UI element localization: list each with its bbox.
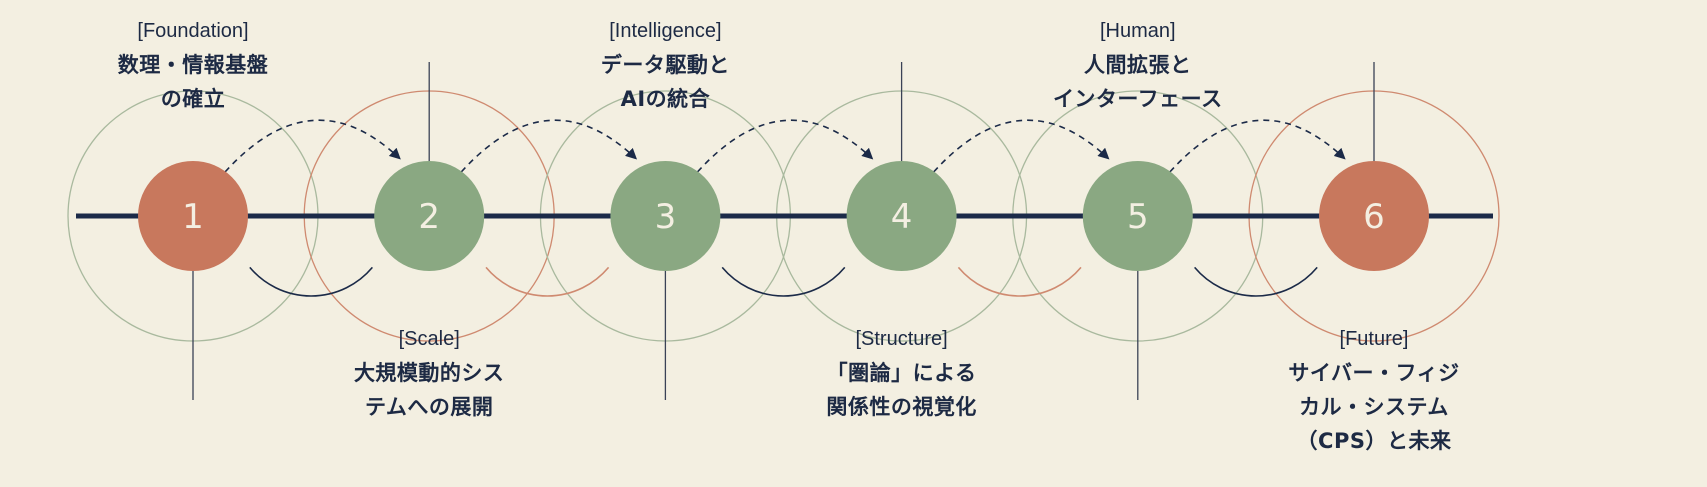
connector-arc <box>721 266 846 297</box>
stage-title-line: テムへの展開 <box>365 395 494 419</box>
stage-6-label: [Future] サイバー・フィジ カル・システム （CPS）と未来 <box>1254 322 1494 458</box>
stage-2-number: 2 <box>418 197 440 237</box>
stage-tag: [Intelligence] <box>609 20 722 42</box>
stage-title-line: サイバー・フィジ <box>1288 361 1460 385</box>
stage-title-line: 大規模動的シス <box>353 361 505 385</box>
stage-title-line: 人間拡張と <box>1084 53 1192 77</box>
stage-4-node <box>846 161 957 271</box>
stage-2-label: [Scale] 大規模動的シス テムへの展開 <box>309 322 549 424</box>
stage-4-number: 4 <box>891 197 913 237</box>
stage-title-line: 「圏論」による <box>826 361 977 385</box>
connector-arc <box>957 266 1082 297</box>
stage-tag: [Human] <box>1100 20 1176 42</box>
stage-title-line: 数理・情報基盤 <box>117 53 269 77</box>
stage-1-label: [Foundation] 数理・情報基盤 の確立 <box>73 14 313 116</box>
stage-tag: [Foundation] <box>137 20 249 42</box>
stage-3-label: [Intelligence] データ駆動と AIの統合 <box>545 14 785 116</box>
stage-title-line: インターフェース <box>1052 87 1223 111</box>
stage-5-label: [Human] 人間拡張と インターフェース <box>1018 14 1258 116</box>
stage-tag: [Future] <box>1339 328 1409 350</box>
stage-6-number: 6 <box>1363 197 1385 237</box>
stage-1-number: 1 <box>182 197 204 237</box>
stage-title-line: AIの統合 <box>620 87 711 111</box>
connector-arc <box>249 266 373 297</box>
stage-tag: [Scale] <box>398 328 460 350</box>
stage-title-line: 関係性の視覚化 <box>826 395 977 419</box>
progression-arrow <box>933 119 1110 173</box>
stage-title-line: カル・システム <box>1299 395 1449 419</box>
progression-arrow <box>224 119 401 173</box>
connector-arc <box>1194 266 1318 297</box>
stage-3-node <box>610 161 721 271</box>
progression-arrow <box>1169 119 1346 173</box>
stage-4-label: [Structure] 「圏論」による 関係性の視覚化 <box>782 322 1022 424</box>
stage-tag: [Structure] <box>855 328 948 350</box>
progression-arrow <box>696 119 874 173</box>
progression-arrow <box>460 119 638 173</box>
stage-title-line: データ駆動と <box>600 53 730 77</box>
stage-3-number: 3 <box>655 197 677 237</box>
stage-title-line: の確立 <box>160 87 226 111</box>
stage-1-node <box>138 161 248 271</box>
connector-arc <box>485 266 610 297</box>
stage-5-number: 5 <box>1127 197 1149 237</box>
stage-6-node <box>1319 161 1429 271</box>
stage-title-line: （CPS）と未来 <box>1296 429 1452 453</box>
stage-2-node <box>374 161 485 271</box>
stage-5-node <box>1082 161 1193 271</box>
